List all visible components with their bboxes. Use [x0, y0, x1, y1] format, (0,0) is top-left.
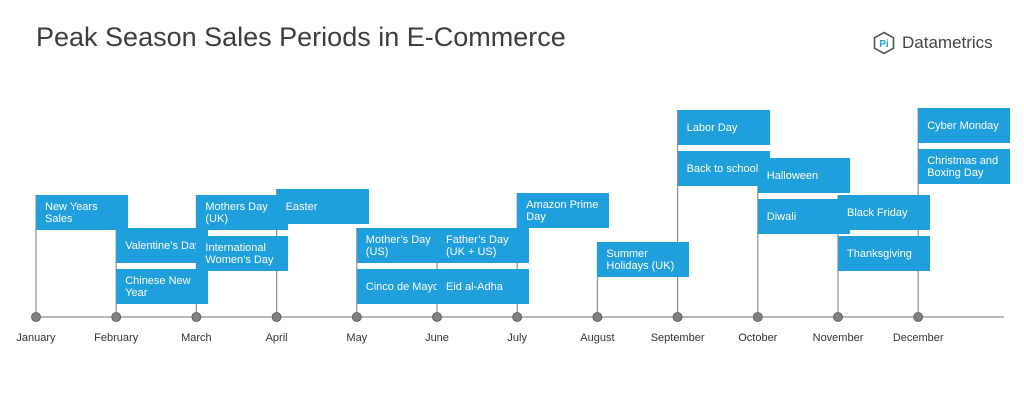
event-mother-s-day-us: Mother’s Day (US)	[356, 228, 449, 263]
month-dot-september	[672, 312, 683, 322]
month-dot-november	[833, 312, 843, 322]
event-cyber-monday: Cyber Monday	[918, 108, 1011, 143]
month-dot-august	[592, 312, 603, 322]
month-label-august: August	[580, 332, 615, 344]
month-dot-december	[913, 312, 924, 322]
event-valentine-s-day: Valentine’s Day	[116, 228, 209, 263]
month-label-april: April	[265, 332, 288, 344]
month-label-september: September	[650, 332, 705, 344]
hexagon-logo-icon: Pi	[873, 31, 895, 55]
event-labor-day: Labor Day	[677, 110, 770, 145]
page-title: Peak Season Sales Periods in E-Commerce	[36, 22, 566, 52]
brand-logo-text: Pi	[879, 39, 889, 50]
event-mothers-day-uk: Mothers Day (UK)	[196, 195, 289, 230]
brand-name: Datametrics	[902, 33, 993, 52]
month-dot-march	[191, 312, 202, 322]
event-black-friday: Black Friday	[838, 195, 930, 230]
event-father-s-day-uk-us: Father’s Day (UK + US)	[437, 228, 529, 263]
event-easter: Easter	[276, 189, 369, 224]
month-label-february: February	[94, 332, 139, 344]
brand-logo: Pi Datametrics	[872, 31, 993, 55]
event-cinco-de-mayo: Cinco de Mayo	[356, 269, 449, 304]
event-chinese-new-year: Chinese New Year	[116, 269, 209, 304]
event-diwali: Diwali	[757, 199, 850, 234]
event-halloween: Halloween	[757, 158, 850, 193]
month-dot-may	[351, 312, 362, 322]
event-amazon-prime-day: Amazon Prime Day	[517, 193, 610, 228]
month-label-june: June	[425, 332, 449, 344]
event-eid-al-adha: Eid al-Adha	[437, 269, 529, 304]
month-label-october: October	[738, 332, 778, 344]
event-back-to-school: Back to school	[677, 151, 770, 186]
month-dot-april	[271, 312, 282, 322]
month-dot-february	[111, 312, 122, 322]
month-label-may: May	[346, 332, 368, 344]
month-dot-january	[31, 312, 41, 322]
event-thanksgiving: Thanksgiving	[838, 236, 930, 271]
month-label-january: January	[16, 332, 56, 344]
month-dot-june	[432, 312, 442, 322]
month-label-march: March	[181, 332, 212, 344]
event-international-women-s-day: International Women’s Day	[196, 236, 289, 271]
event-summer-holidays-uk: Summer Holidays (UK)	[597, 242, 690, 277]
event-christmas-and-boxing-day: Christmas and Boxing Day	[918, 149, 1011, 184]
month-label-july: July	[507, 332, 527, 344]
month-label-november: November	[812, 332, 864, 344]
month-dot-october	[752, 312, 763, 322]
month-label-december: December	[892, 332, 944, 344]
month-dot-july	[512, 312, 523, 322]
event-new-years-sales: New Years Sales	[36, 195, 128, 230]
